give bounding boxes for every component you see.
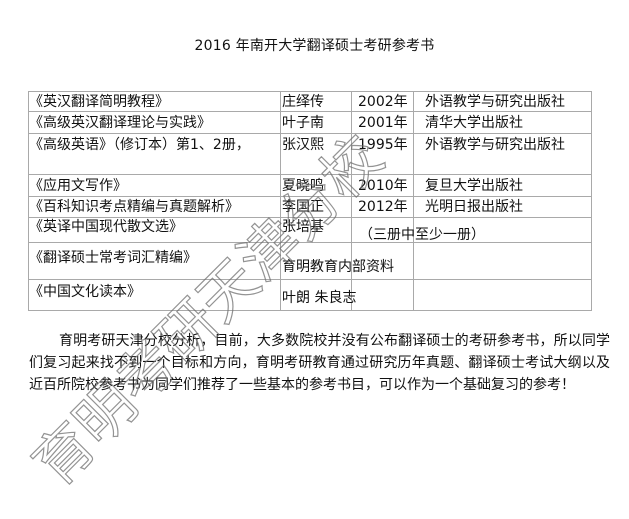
intro-paragraph: 育明考研天津分校分析，目前，大多数院校并没有公布翻译硕士的考研参考书，所以同学们… <box>29 333 610 393</box>
book-publisher: 复旦大学出版社 <box>425 178 523 194</box>
book-note: 叶朗 朱良志 <box>282 290 357 306</box>
reference-book-table: 《英汉翻译简明教程》 庄绎传 2002年 外语教学与研究出版社 《高级英汉翻译理… <box>28 91 592 311</box>
book-name: 《百科知识考点精编与真题解析》 <box>29 199 239 215</box>
book-author: 张培基 <box>282 219 324 235</box>
book-year: 2002年 <box>358 94 408 110</box>
book-publisher: 清华大学出版社 <box>425 115 523 131</box>
book-name: 《高级英汉翻译理论与实践》 <box>29 115 211 131</box>
book-year: 2001年 <box>358 115 408 131</box>
book-name: 《中国文化读本》 <box>29 284 141 300</box>
book-publisher: 外语教学与研究出版社 <box>425 137 565 153</box>
book-year: 1995年 <box>358 137 408 153</box>
book-name: 《翻译硕士常考词汇精编》 <box>29 250 197 266</box>
book-author: 叶子南 <box>282 115 324 131</box>
book-publisher: 外语教学与研究出版社 <box>425 94 565 110</box>
book-author: 夏晓鸣 <box>282 178 324 194</box>
book-author: 庄绎传 <box>282 94 324 110</box>
book-name: 《英译中国现代散文选》 <box>29 219 183 235</box>
document-title: 2016 年南开大学翻译硕士考研参考书 <box>194 38 435 54</box>
book-publisher: 光明日报出版社 <box>425 199 523 215</box>
book-note: （三册中至少一册） <box>359 227 485 243</box>
book-year: 2012年 <box>358 199 408 215</box>
book-note: 育明教育内部资料 <box>282 259 394 275</box>
book-name: 《高级英语》（修订本）第1、2册， <box>29 137 250 153</box>
book-year: 2010年 <box>358 178 408 194</box>
book-author: 李国正 <box>282 199 324 215</box>
book-author: 张汉熙 <box>282 137 324 153</box>
book-name: 《英汉翻译简明教程》 <box>29 94 169 110</box>
book-name: 《应用文写作》 <box>29 178 127 194</box>
